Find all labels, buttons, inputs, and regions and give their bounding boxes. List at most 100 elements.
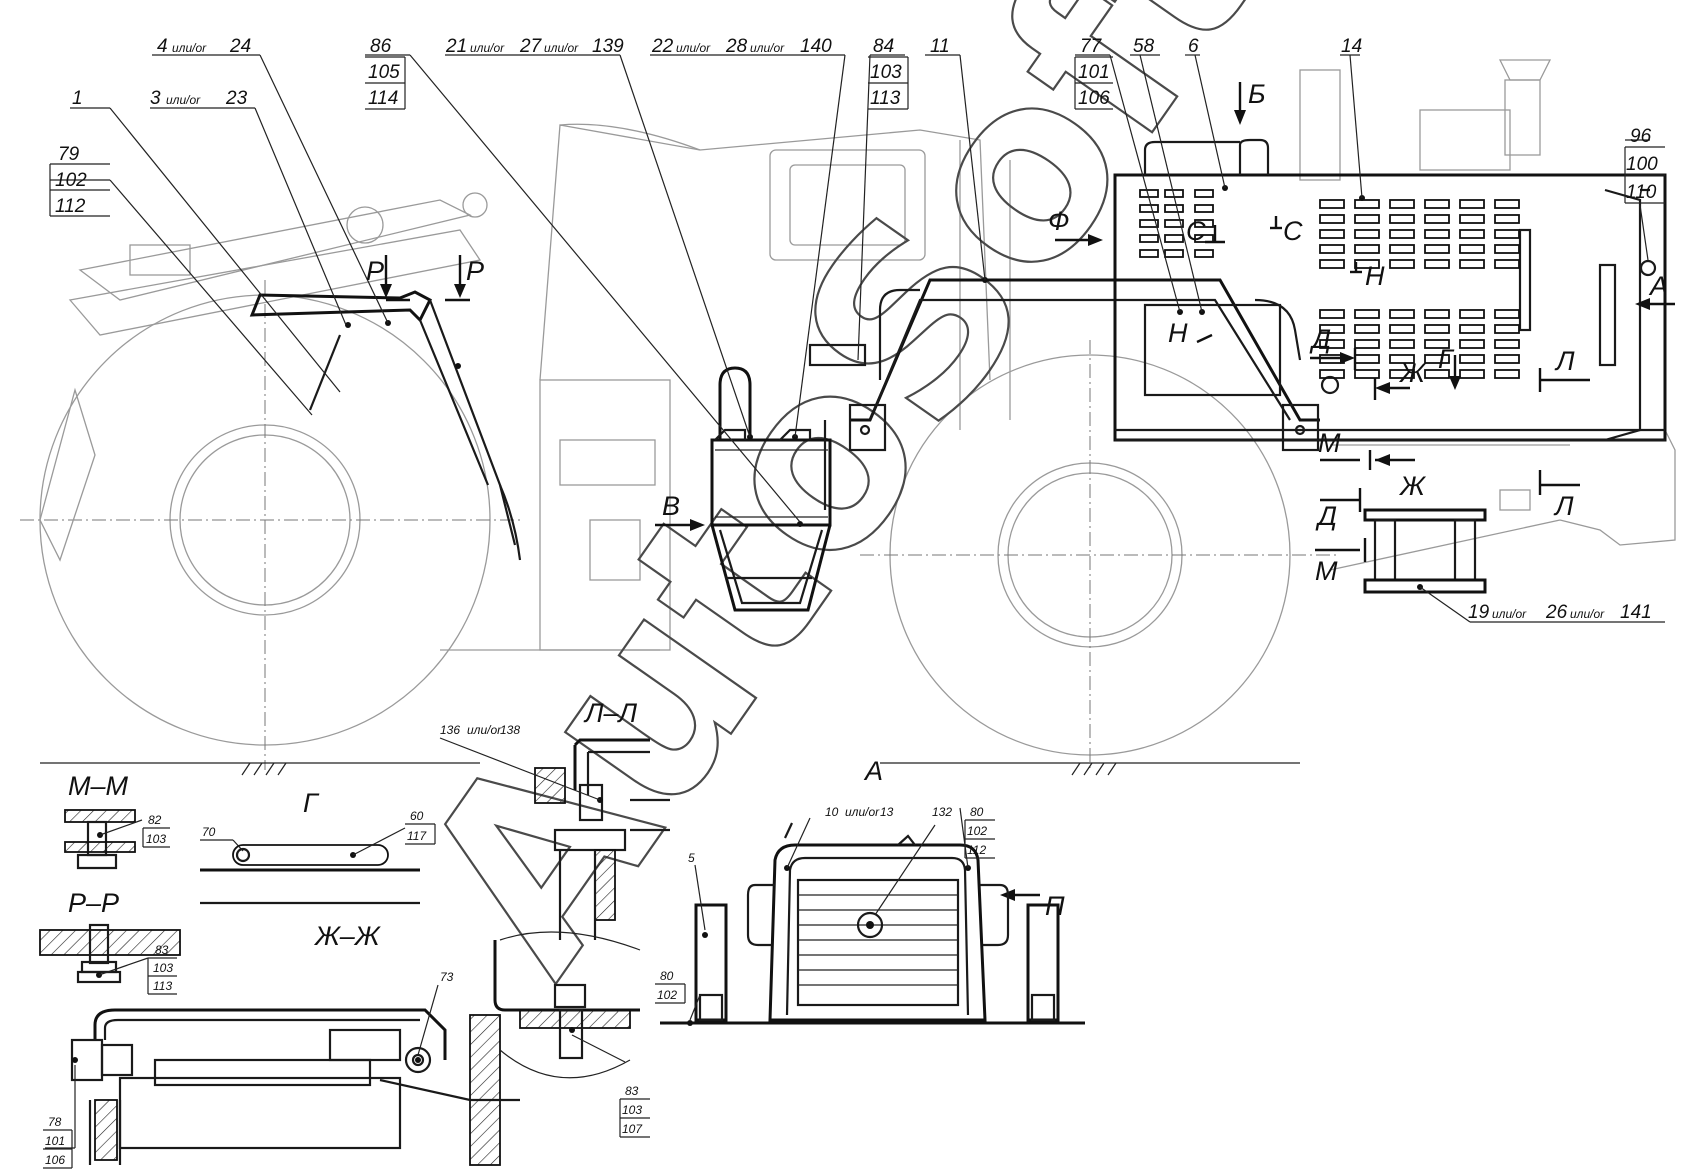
callout-21-or2: или/or [544,41,579,55]
callout-80a-102: 102 [967,824,987,838]
callout-114: 114 [368,88,398,109]
callout-80a-112: 112 [967,843,986,857]
marker-C-top: С [1283,216,1303,246]
callout-79: 79 [58,144,80,165]
callout-82: 82 [148,813,162,827]
callout-106-top: 106 [1078,88,1110,109]
title-RR: Р–Р [68,888,119,918]
callout-4-or: или/or [172,41,207,55]
marker-R-right: Р [466,256,484,286]
callout-138: 138 [500,723,520,737]
marker-D-low: Д [1315,501,1337,531]
callout-21-or1: или/or [470,41,505,55]
callout-141: 141 [1620,602,1652,623]
marker-M-low: М [1315,556,1338,586]
callout-27: 27 [519,36,543,57]
handrail-frame [808,277,1320,452]
front-fender [249,290,522,561]
callout-117: 117 [407,829,427,843]
step-19 [1363,508,1487,594]
title-G: Г [303,788,320,818]
section-g [200,827,420,905]
callout-112: 112 [55,196,86,217]
callout-105: 105 [368,62,400,83]
marker-F: Ф [1048,206,1069,236]
callout-78: 78 [48,1115,62,1129]
marker-H-top: Н [1365,261,1385,291]
callout-78-101: 101 [45,1134,65,1148]
view-a [660,807,1085,1026]
callout-77: 77 [1080,36,1103,57]
ladder-assembly [710,366,832,612]
callout-80b-102: 102 [657,988,677,1002]
marker-Zh-top: Ж [1398,358,1427,388]
marker-L-low: Л [1553,491,1574,521]
callout-83b-107: 107 [622,1122,643,1136]
marker-G-top: Г [1438,344,1455,374]
callout-19-or2: или/or [1570,607,1605,621]
callout-58: 58 [1133,36,1155,57]
section-mm [64,809,143,870]
callout-100: 100 [1626,154,1658,175]
callout-83b-103: 103 [622,1103,642,1117]
callout-22-or2: или/or [750,41,785,55]
callout-103-top: 103 [870,62,902,83]
callout-3: 3 [150,88,161,109]
title-ZhZh: Ж–Ж [313,921,382,951]
marker-R-left: Р [366,256,384,286]
marker-M-mid: М [1318,428,1341,458]
marker-H-mid: Н [1168,318,1188,348]
labels: 1 79 102 112 3 или/or 23 4 или/or 24 86 … [43,36,1668,1169]
engine-side-panel [1113,138,1667,442]
callout-83a-113: 113 [153,979,172,993]
callout-96: 96 [1630,126,1652,147]
callout-3-or: или/or [166,93,201,107]
callout-23: 23 [225,88,248,109]
marker-A-arrow: А [1648,271,1668,301]
callout-26: 26 [1545,602,1568,623]
callout-24: 24 [229,36,251,57]
section-zhzh [45,931,641,1166]
callout-19-or1: или/or [1492,607,1527,621]
marker-B: Б [1248,79,1266,109]
callout-83a-103: 103 [153,961,173,975]
marker-D-top: Д [1309,324,1331,354]
callout-19: 19 [1468,602,1490,623]
callout-83b: 83 [625,1084,639,1098]
callout-113-top: 113 [870,88,901,109]
callout-10-or: или/or [845,805,880,819]
callout-11: 11 [930,36,950,57]
callout-80b: 80 [660,969,674,983]
marker-V: В [662,491,680,521]
callout-132: 132 [932,805,952,819]
callout-82-103: 103 [146,832,166,846]
callout-14: 14 [1341,36,1362,57]
callout-1: 1 [72,88,83,109]
marker-P: П [1045,891,1065,921]
section-ll [439,737,670,940]
callout-80a: 80 [970,805,984,819]
title-LL: Л–Л [583,698,638,728]
marker-C-mid: С [1186,216,1206,246]
callout-22-or1: или/or [676,41,711,55]
callout-102: 102 [55,170,87,191]
callout-78-106: 106 [45,1153,65,1167]
callout-5: 5 [688,851,695,865]
callout-10: 10 [825,805,839,819]
callout-101-top: 101 [1078,62,1110,83]
marker-L-top: Л [1554,346,1575,376]
callout-83a: 83 [155,943,169,957]
callout-13: 13 [880,805,894,819]
callout-6: 6 [1188,36,1199,57]
leader-lines [50,54,1665,623]
marker-Zh-mid: Ж [1398,471,1427,501]
callout-60: 60 [410,809,424,823]
watermark-text: AutoSoft [365,0,1316,1019]
callout-136: 136 [440,723,460,737]
callout-139: 139 [592,36,624,57]
callout-84: 84 [873,36,894,57]
title-A: А [863,756,883,786]
section-rr [39,923,181,984]
section-markers [380,82,1675,901]
